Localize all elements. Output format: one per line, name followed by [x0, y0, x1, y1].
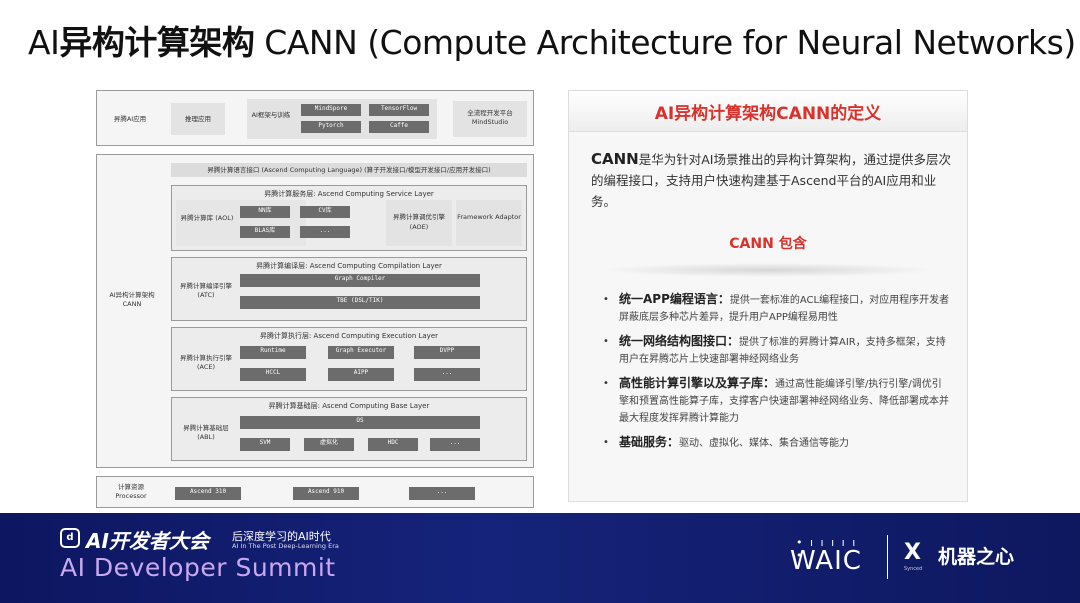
definition-body: 是华为针对AI场景推出的异构计算架构，通过提供多层次的编程接口，支持用户快速构建… [591, 152, 951, 209]
summit-badge-icon: d [60, 528, 80, 548]
framework-label: AI框架与训练 [251, 111, 291, 119]
bullet-icon: • [603, 437, 609, 448]
inference-app-label: 推理应用 [185, 115, 211, 123]
base-layer: 昇腾计算基础层: Ascend Computing Base Layer 昇腾计… [171, 397, 527, 461]
includes-heading: CANN 包含 [729, 236, 807, 252]
feature-title: 统一网络结构图接口： [619, 334, 740, 348]
tbe-box: TBE (DSL/TIK) [240, 296, 480, 309]
processor-layer: 计算资源 Processor Ascend 310 Ascend 910 ... [96, 476, 534, 508]
waic-dots-icon: • ı ı ı ı ı • [796, 536, 858, 562]
exec-layer: 昇腾计算执行层: Ascend Computing Execution Laye… [171, 327, 527, 391]
mindstudio-label: 全流程开发平台 MindStudio [467, 109, 513, 126]
framework-mindspore: MindSpore [301, 104, 361, 116]
feature-title: 统一APP编程语言： [619, 292, 730, 306]
processor-label: 计算资源 Processor [115, 483, 147, 500]
list-item: • 高性能计算引擎以及算子库：通过高性能编译引擎/执行引擎/调优引擎和预置高性能算… [603, 375, 951, 427]
synced-icon-label: Synced [904, 566, 923, 572]
panel-title: AI异构计算架构CANN的定义 [654, 104, 882, 124]
aol-group: 昇腾计算库 (AOL) NN库 CV库 BLAS库 ... [176, 200, 350, 246]
runtime-box: Runtime [240, 346, 306, 359]
framework-adaptor-label: Framework Adaptor [457, 213, 521, 221]
framework-adaptor-box: Framework Adaptor [456, 200, 522, 246]
app-layer: 昇腾AI应用 推理应用 AI框架与训练 MindSpore TensorFlow… [96, 90, 534, 146]
exec-layer-title: 昇腾计算执行层: Ascend Computing Execution Laye… [259, 332, 439, 340]
panel-header: AI异构计算架构CANN的定义 [569, 91, 967, 132]
ascend-310-box: Ascend 310 [175, 487, 241, 500]
app-layer-label: 昇腾AI应用 [113, 115, 147, 123]
definition-text: CANN是华为针对AI场景推出的异构计算架构，通过提供多层次的编程接口，支持用户… [591, 149, 953, 212]
service-layer: 昇腾计算服务层: Ascend Computing Service Layer … [171, 185, 527, 251]
lib-more: ... [300, 226, 350, 238]
graph-compiler-box: Graph Compiler [240, 274, 480, 287]
waic-logo: • ı ı ı ı ı • WAIC [790, 536, 866, 586]
cann-box: AI异构计算架构 CANN 昇腾计算语言接口 (Ascend Computing… [96, 154, 534, 468]
summit-title-cn: AI开发者大会 [86, 529, 209, 553]
compile-layer-title: 昇腾计算编译层: Ascend Computing Compilation La… [256, 262, 442, 270]
bullet-icon: • [603, 294, 609, 305]
waic-text: WAIC [790, 546, 862, 576]
footer-divider [887, 535, 888, 579]
summit-subtitle-en: AI In The Post Deep-Learning Era [232, 542, 339, 550]
divider [599, 263, 937, 277]
aoe-label: 昇腾计算调优引擎 (AOE) [393, 213, 445, 231]
hccl-box: HCCL [240, 368, 306, 381]
summit-subtitle-cn: 后深度学习的AI时代 [232, 530, 331, 543]
hdc-box: HDC [368, 438, 418, 451]
atc-label: 昇腾计算编译引擎 (ATC) [180, 282, 232, 299]
jiqizhixin-text: 机器之心 [938, 546, 1015, 568]
os-box: OS [240, 416, 480, 429]
synced-icon: Ⅹ [904, 540, 921, 565]
virtualization-box: 虚拟化 [304, 438, 354, 451]
lib-cv: CV库 [300, 206, 350, 218]
framework-pytorch: Pytorch [301, 121, 361, 133]
svm-box: SVM [240, 438, 290, 451]
feature-desc: 提供一套标准的ACL编程接口，对应用程序开发者屏蔽底层多种芯片差异，提升用户AP… [619, 295, 950, 323]
aol-label: 昇腾计算库 (AOL) [180, 214, 234, 222]
framework-caffe: Caffe [369, 121, 429, 133]
ascend-910-box: Ascend 910 [293, 487, 359, 500]
page-title: AI异构计算架构 CANN (Compute Architecture for … [28, 16, 1076, 64]
feature-list: • 统一APP编程语言：提供一套标准的ACL编程接口，对应用程序开发者屏蔽底层多种… [603, 291, 951, 459]
title-bold: 异构计算架构 [59, 23, 255, 62]
aipp-box: AIPP [328, 368, 394, 381]
abl-label: 昇腾计算基础层 (ABL) [183, 424, 229, 441]
feature-title: 基础服务： [619, 435, 680, 449]
base-layer-title: 昇腾计算基础层: Ascend Computing Base Layer [268, 402, 430, 410]
definition-lead: CANN [591, 150, 639, 168]
graph-executor-box: Graph Executor [328, 346, 394, 359]
title-suffix: CANN (Compute Architecture for Neural Ne… [254, 23, 1076, 62]
cann-label: AI异构计算架构 CANN [109, 291, 155, 308]
dvpp-box: DVPP [414, 346, 480, 359]
architecture-diagram: 昇腾AI应用 推理应用 AI框架与训练 MindSpore TensorFlow… [96, 90, 534, 510]
summit-title-en: AI Developer Summit [60, 553, 336, 582]
definition-panel: AI异构计算架构CANN的定义 CANN是华为针对AI场景推出的异构计算架构，通… [568, 90, 968, 502]
lib-blas: BLAS库 [240, 226, 290, 238]
ace-label: 昇腾计算执行引擎 (ACE) [180, 354, 232, 371]
bullet-icon: • [603, 378, 609, 389]
list-item: • 统一网络结构图接口：提供了标准的昇腾计算AIR，支持多框架，支持用户在昇腾芯片… [603, 333, 951, 368]
aoe-box: 昇腾计算调优引擎 (AOE) [386, 200, 452, 246]
language-bar: 昇腾计算语言接口 (Ascend Computing Language) (算子… [171, 163, 527, 177]
feature-desc: 通过高性能编译引擎/执行引擎/调优引擎和预置高性能算子库，支撑客户快速部署神经网… [619, 379, 949, 424]
feature-desc: 驱动、虚拟化、媒体、集合通信等能力 [679, 438, 850, 449]
processor-more-box: ... [409, 487, 475, 500]
feature-title: 高性能计算引擎以及算子库： [619, 376, 776, 390]
footer-banner: d AI开发者大会 后深度学习的AI时代 AI In The Post Deep… [0, 513, 1080, 603]
mindstudio-box: 全流程开发平台 MindStudio [453, 101, 527, 137]
framework-tensorflow: TensorFlow [369, 104, 429, 116]
list-item: • 统一APP编程语言：提供一套标准的ACL编程接口，对应用程序开发者屏蔽底层多种… [603, 291, 951, 326]
feature-desc: 提供了标准的昇腾计算AIR，支持多框架，支持用户在昇腾芯片上快速部署神经网络业务 [619, 337, 946, 365]
list-item: • 基础服务：驱动、虚拟化、媒体、集合通信等能力 [603, 434, 951, 452]
title-prefix: AI [28, 23, 60, 62]
compile-layer: 昇腾计算编译层: Ascend Computing Compilation La… [171, 257, 527, 321]
service-layer-title: 昇腾计算服务层: Ascend Computing Service Layer [264, 190, 434, 198]
base-more-box: ... [430, 438, 480, 451]
exec-more-box: ... [414, 368, 480, 381]
bullet-icon: • [603, 336, 609, 347]
inference-app-box: 推理应用 [171, 103, 225, 135]
framework-group: AI框架与训练 MindSpore TensorFlow Pytorch Caf… [247, 99, 437, 139]
lib-nn: NN库 [240, 206, 290, 218]
